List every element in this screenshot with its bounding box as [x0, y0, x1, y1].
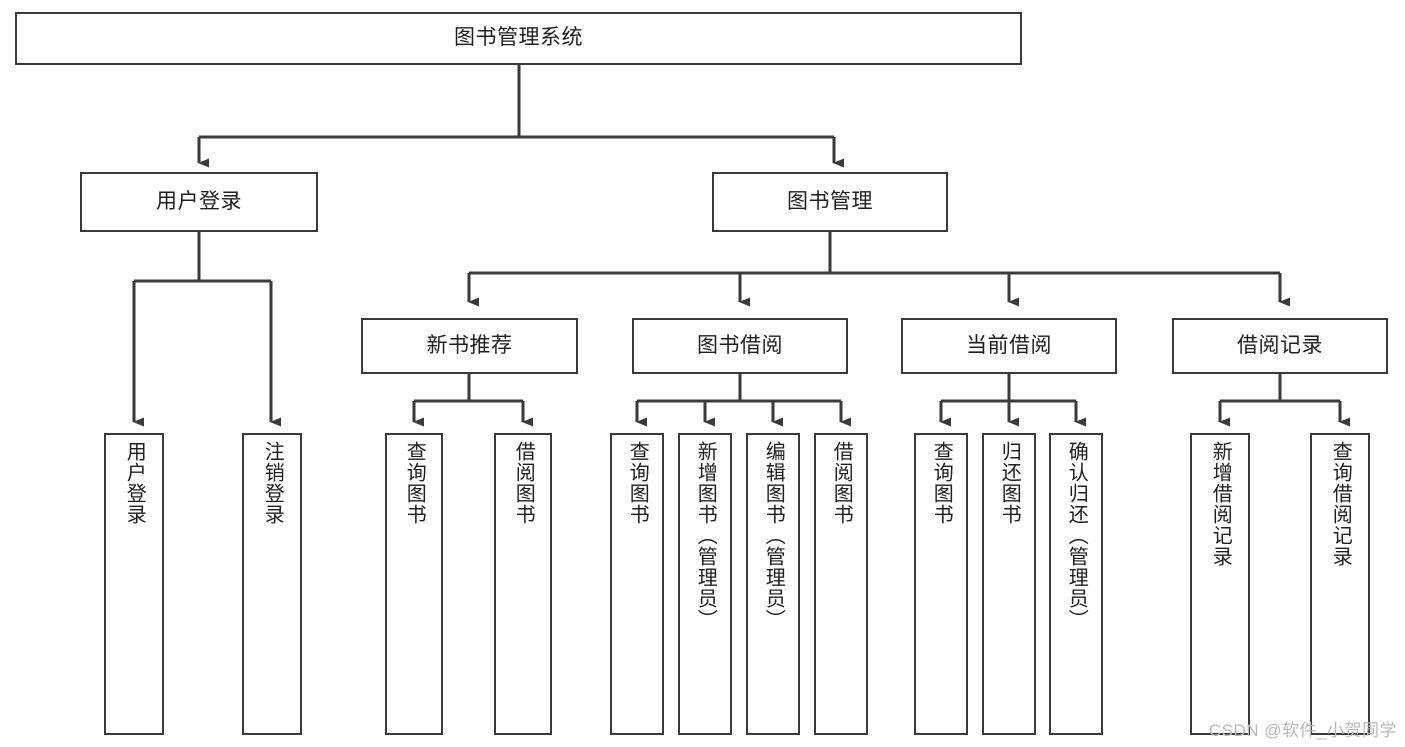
leaf-query-book-current-label: 查询图书 — [930, 441, 953, 525]
leaf-user-login[interactable]: 用户登录 — [104, 433, 164, 735]
leaf-confirm-return-admin-label: 确认归还（管理员） — [1065, 441, 1088, 630]
node-current-borrow-label: 当前借阅 — [966, 333, 1052, 357]
node-book-borrow-label: 图书借阅 — [697, 333, 783, 357]
leaf-query-book-new-label: 查询图书 — [403, 441, 426, 525]
node-new-book-recommend[interactable]: 新书推荐 — [361, 318, 578, 374]
leaf-query-book-new[interactable]: 查询图书 — [385, 433, 443, 735]
leaf-add-borrow-record[interactable]: 新增借阅记录 — [1190, 433, 1250, 735]
leaf-add-book-admin-label: 新增图书（管理员） — [694, 441, 717, 630]
leaf-return-book-label: 归还图书 — [998, 441, 1021, 525]
leaf-query-book-borrow[interactable]: 查询图书 — [610, 433, 664, 735]
leaf-query-borrow-record[interactable]: 查询借阅记录 — [1310, 433, 1370, 735]
node-root-label: 图书管理系统 — [454, 26, 583, 50]
node-user-login[interactable]: 用户登录 — [80, 172, 318, 232]
node-borrow-record-label: 借阅记录 — [1237, 333, 1323, 357]
leaf-edit-book-admin[interactable]: 编辑图书（管理员） — [746, 433, 800, 735]
leaf-confirm-return-admin[interactable]: 确认归还（管理员） — [1049, 433, 1103, 735]
leaf-query-book-borrow-label: 查询图书 — [626, 441, 649, 525]
node-book-borrow[interactable]: 图书借阅 — [632, 318, 848, 374]
node-new-book-recommend-label: 新书推荐 — [426, 333, 513, 357]
leaf-add-book-admin[interactable]: 新增图书（管理员） — [678, 433, 732, 735]
node-current-borrow[interactable]: 当前借阅 — [901, 318, 1117, 374]
leaf-return-book[interactable]: 归还图书 — [982, 433, 1036, 735]
leaf-query-borrow-record-label: 查询借阅记录 — [1329, 441, 1352, 567]
leaf-borrow-book-label: 借阅图书 — [830, 441, 853, 525]
leaf-query-book-current[interactable]: 查询图书 — [914, 433, 968, 735]
leaf-logout[interactable]: 注销登录 — [242, 433, 302, 735]
node-borrow-record[interactable]: 借阅记录 — [1172, 318, 1388, 374]
leaf-edit-book-admin-label: 编辑图书（管理员） — [762, 441, 785, 630]
leaf-borrow-book[interactable]: 借阅图书 — [814, 433, 868, 735]
leaf-logout-label: 注销登录 — [261, 441, 284, 525]
leaf-user-login-label: 用户登录 — [123, 441, 146, 525]
node-root[interactable]: 图书管理系统 — [15, 12, 1022, 65]
leaf-borrow-book-new-label: 借阅图书 — [512, 441, 535, 525]
node-user-login-label: 用户登录 — [156, 189, 242, 213]
leaf-add-borrow-record-label: 新增借阅记录 — [1209, 441, 1232, 567]
node-book-management[interactable]: 图书管理 — [712, 172, 948, 232]
node-book-management-label: 图书管理 — [787, 189, 873, 213]
leaf-borrow-book-new[interactable]: 借阅图书 — [494, 433, 552, 735]
